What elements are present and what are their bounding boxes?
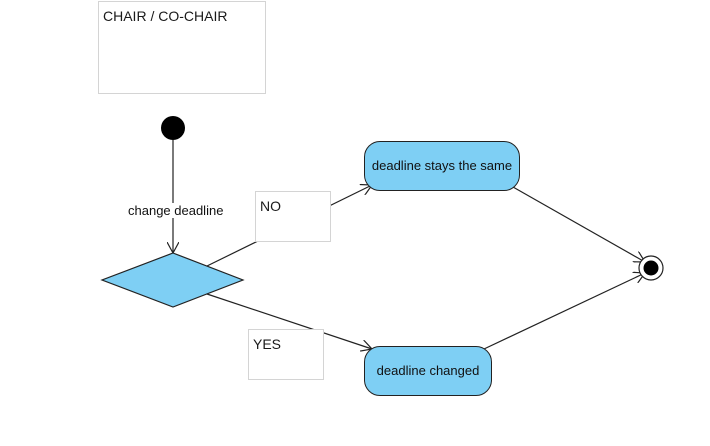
- deadline-stays-state[interactable]: deadline stays the same: [364, 141, 520, 191]
- initial-node[interactable]: [161, 116, 185, 140]
- transition-label-change-deadline: change deadline: [126, 203, 226, 218]
- deadline-changed-state[interactable]: deadline changed: [364, 346, 492, 396]
- partition-label: CHAIR / CO-CHAIR: [103, 8, 228, 24]
- guard-yes-label: YES: [253, 336, 282, 352]
- edge-stays-to-final: [512, 186, 645, 262]
- edge-decision-to-changed: [206, 293, 372, 349]
- decision-node[interactable]: [100, 252, 245, 308]
- deadline-changed-label: deadline changed: [376, 363, 480, 378]
- guard-no-label: NO: [260, 198, 281, 214]
- guard-yes-box: YES: [248, 329, 324, 380]
- final-node[interactable]: [638, 255, 664, 281]
- partition-label-box: CHAIR / CO-CHAIR: [98, 1, 266, 94]
- deadline-stays-label: deadline stays the same: [371, 158, 513, 173]
- guard-no-box: NO: [255, 191, 331, 242]
- edge-changed-to-final: [483, 273, 645, 350]
